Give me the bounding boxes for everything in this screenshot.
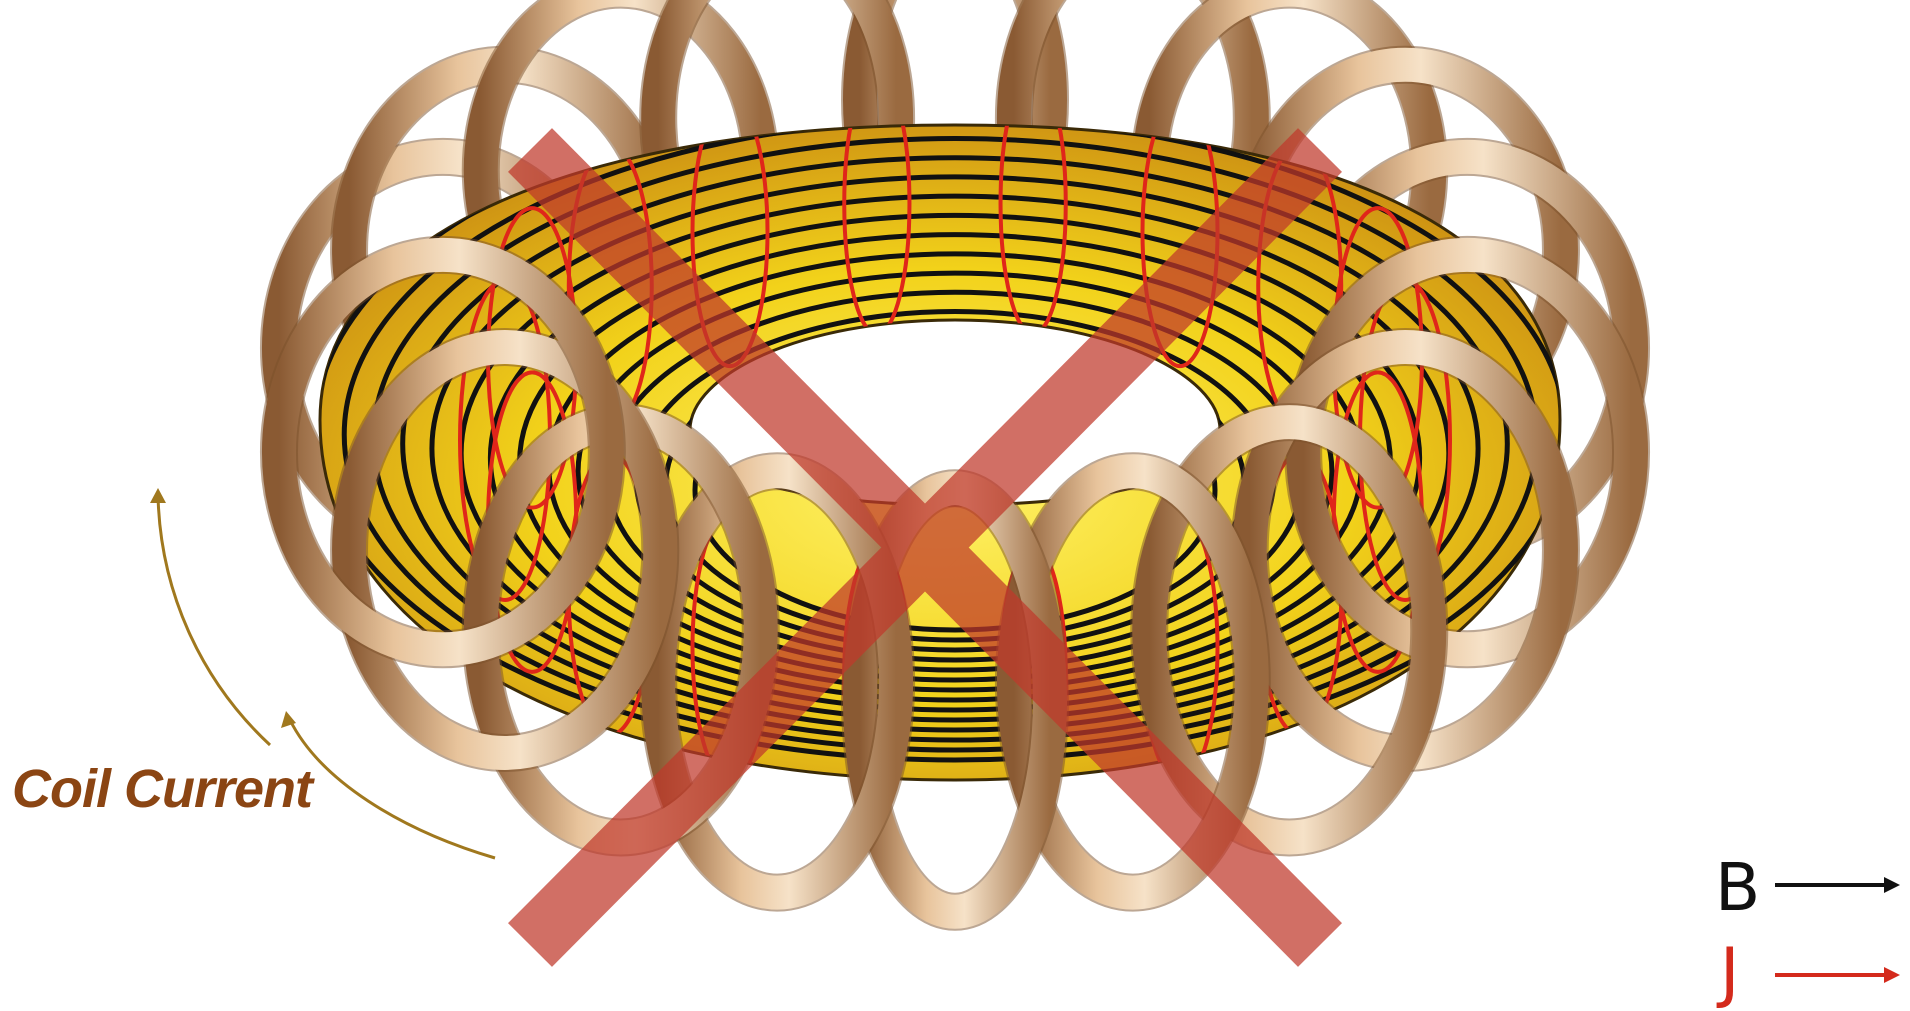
curved-arrow-icon <box>158 495 270 745</box>
arrowhead-icon <box>150 488 166 503</box>
right-arrow-icon <box>1884 967 1900 983</box>
right-arrow-icon <box>1884 877 1900 893</box>
legend-j-arrow <box>1775 967 1900 983</box>
legend-b-arrow <box>1775 877 1900 893</box>
legend-b-letter: B <box>1715 855 1760 921</box>
legend-j-letter: J <box>1720 940 1739 1006</box>
coil-current-label: Coil Current <box>12 758 312 820</box>
